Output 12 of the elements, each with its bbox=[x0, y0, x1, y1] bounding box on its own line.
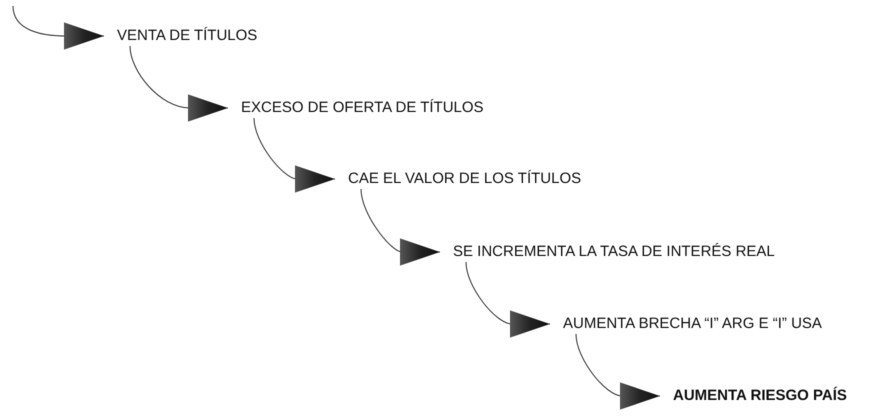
curved-arrow bbox=[360, 188, 440, 266]
step-text: AUMENTA BRECHA “I” ARG E “I” USA bbox=[550, 314, 822, 334]
step-text: VENTA DE TÍTULOS bbox=[104, 26, 258, 46]
step-text: CAE EL VALOR DE LOS TÍTULOS bbox=[335, 169, 582, 189]
curved-arrow bbox=[12, 6, 104, 50]
step-text: EXCESO DE OFERTA DE TÍTULOS bbox=[228, 98, 484, 118]
step-text: SE INCREMENTA LA TASA DE INTERÉS REAL bbox=[440, 242, 775, 262]
curved-arrow bbox=[254, 118, 336, 193]
curved-arrow bbox=[466, 262, 550, 338]
step-text: AUMENTA RIESGO PAÍS bbox=[660, 386, 847, 406]
curved-arrow bbox=[130, 46, 228, 122]
curved-arrow bbox=[576, 334, 660, 410]
